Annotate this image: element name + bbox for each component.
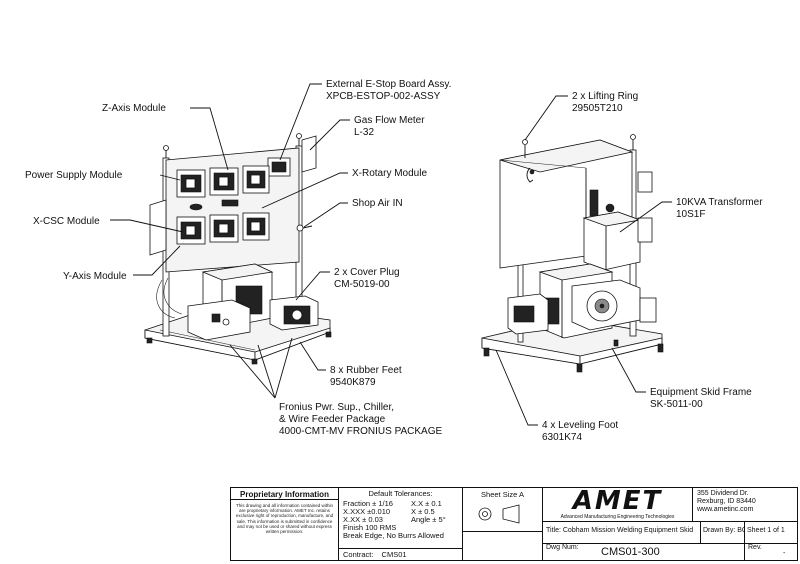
proprietary-section: Proprietary Information This drawing and… [231, 488, 339, 560]
callout-gas-line1: Gas Flow Meter [354, 115, 425, 126]
callout-shop-air: Shop Air IN [352, 198, 403, 209]
address-line2: Rexburg, ID 83440 [697, 498, 756, 505]
left-leader-lines [110, 83, 350, 399]
callout-fronius-line1: Fronius Pwr. Sup., Chiller, [279, 402, 394, 413]
callout-yaxis: Y-Axis Module [63, 271, 127, 282]
callout-cover-plug-line2: CM-5019-00 [334, 279, 390, 290]
top-module-row [176, 165, 270, 198]
amet-logo: AMET Advanced Manufacturing Engineering … [543, 488, 693, 522]
tolerance-xx: X.X ± 0.1 [411, 499, 442, 508]
callout-rubber-feet-line1: 8 x Rubber Feet [330, 365, 402, 376]
callout-rubber-feet-line2: 9540K879 [330, 377, 376, 388]
projection-symbol-icon [478, 504, 520, 524]
right-assembly-view [481, 134, 664, 373]
callout-lifting-ring-line2: 29505T210 [572, 103, 623, 114]
callout-skid-frame-line2: SK-5011-00 [650, 399, 703, 410]
callout-leveling-foot-line2: 6301K74 [542, 432, 582, 443]
sheet-size-label: Sheet Size A [481, 490, 524, 499]
callout-cover-plug-line1: 2 x Cover Plug [334, 267, 400, 278]
callout-estop-line1: External E-Stop Board Assy. [326, 79, 451, 90]
callout-power-supply: Power Supply Module [25, 170, 123, 181]
callout-fronius-line2: & Wire Feeder Package [279, 414, 386, 425]
tolerance-fraction: Fraction ± 1/16 [343, 499, 393, 508]
callout-transformer-line1: 10KVA Transformer [676, 197, 763, 208]
dwg-value: CMS01-300 [601, 546, 660, 558]
dwg-label: Dwg Num: [546, 544, 579, 551]
callout-leveling-foot-line1: 4 x Leveling Foot [542, 420, 618, 431]
callout-estop-line2: XPCB-ESTOP-002-ASSY [326, 91, 441, 102]
address-section: 355 Dividend Dr. Rexburg, ID 83440 www.a… [693, 488, 797, 522]
logo-subtitle: Advanced Manufacturing Engineering Techn… [560, 514, 675, 520]
rev-value: - [783, 550, 786, 557]
callout-skid-frame-line1: Equipment Skid Frame [650, 387, 752, 398]
callout-lifting-ring-line1: 2 x Lifting Ring [572, 91, 638, 102]
title-block: Proprietary Information This drawing and… [230, 487, 798, 561]
left-assembly-view [144, 133, 332, 365]
title-value: Cobham Mission Welding Equipment Skid [562, 527, 694, 534]
sheet-size-section: Sheet Size A [463, 488, 543, 532]
right-leader-lines [495, 95, 672, 426]
callout-gas-line2: L-32 [354, 127, 374, 138]
callout-xcsc: X-CSC Module [33, 216, 100, 227]
contract-row: Contract: CMS01 [339, 548, 462, 560]
callout-labels: External E-Stop Board Assy. XPCB-ESTOP-0… [25, 79, 763, 443]
address-line1: 355 Dividend Dr. [697, 490, 749, 497]
contract-value: CMS01 [381, 550, 407, 559]
address-line3: www.ametinc.com [697, 506, 754, 513]
sheet-number: Sheet 1 of 1 [745, 522, 797, 544]
tolerance-xxx: X.XX ± 0.03 [343, 515, 383, 524]
break-edge-note: Break Edge, No Burrs Allowed [343, 531, 444, 540]
dwg-left-blank [463, 532, 543, 560]
tolerances-section: Default Tolerances: Fraction ± 1/16 X.X … [339, 488, 463, 560]
revision-cell: Rev. - [745, 544, 797, 560]
contract-label: Contract: [343, 550, 374, 559]
callout-xrotary: X-Rotary Module [352, 168, 427, 179]
bottom-module-row [176, 212, 270, 245]
callout-fronius-line3: 4000-CMT-MV FRONIUS PACKAGE [279, 426, 443, 437]
finish-note: Finish 100 RMS [343, 523, 397, 532]
logo-text: AMET [572, 488, 663, 516]
rev-label: Rev. [748, 544, 762, 551]
proprietary-title: Proprietary Information [231, 488, 338, 500]
drawn-by: Drawn By: BG [701, 522, 745, 544]
tolerances-title: Default Tolerances: [368, 489, 433, 498]
dwg-number-row: Dwg Num: CMS01-300 [543, 544, 745, 560]
proprietary-text: This drawing and all information contain… [235, 503, 334, 535]
tolerance-xxxx: X.XXX ±0.010 [343, 507, 391, 516]
tolerance-angle: Angle ± 5° [411, 515, 446, 524]
callout-zaxis: Z-Axis Module [102, 103, 166, 114]
tolerance-x: X ± 0.5 [411, 507, 435, 516]
callout-transformer-line2: 10S1F [676, 209, 705, 220]
title-row: Title: Cobham Mission Welding Equipment … [543, 522, 701, 544]
title-label: Title: [546, 527, 561, 534]
